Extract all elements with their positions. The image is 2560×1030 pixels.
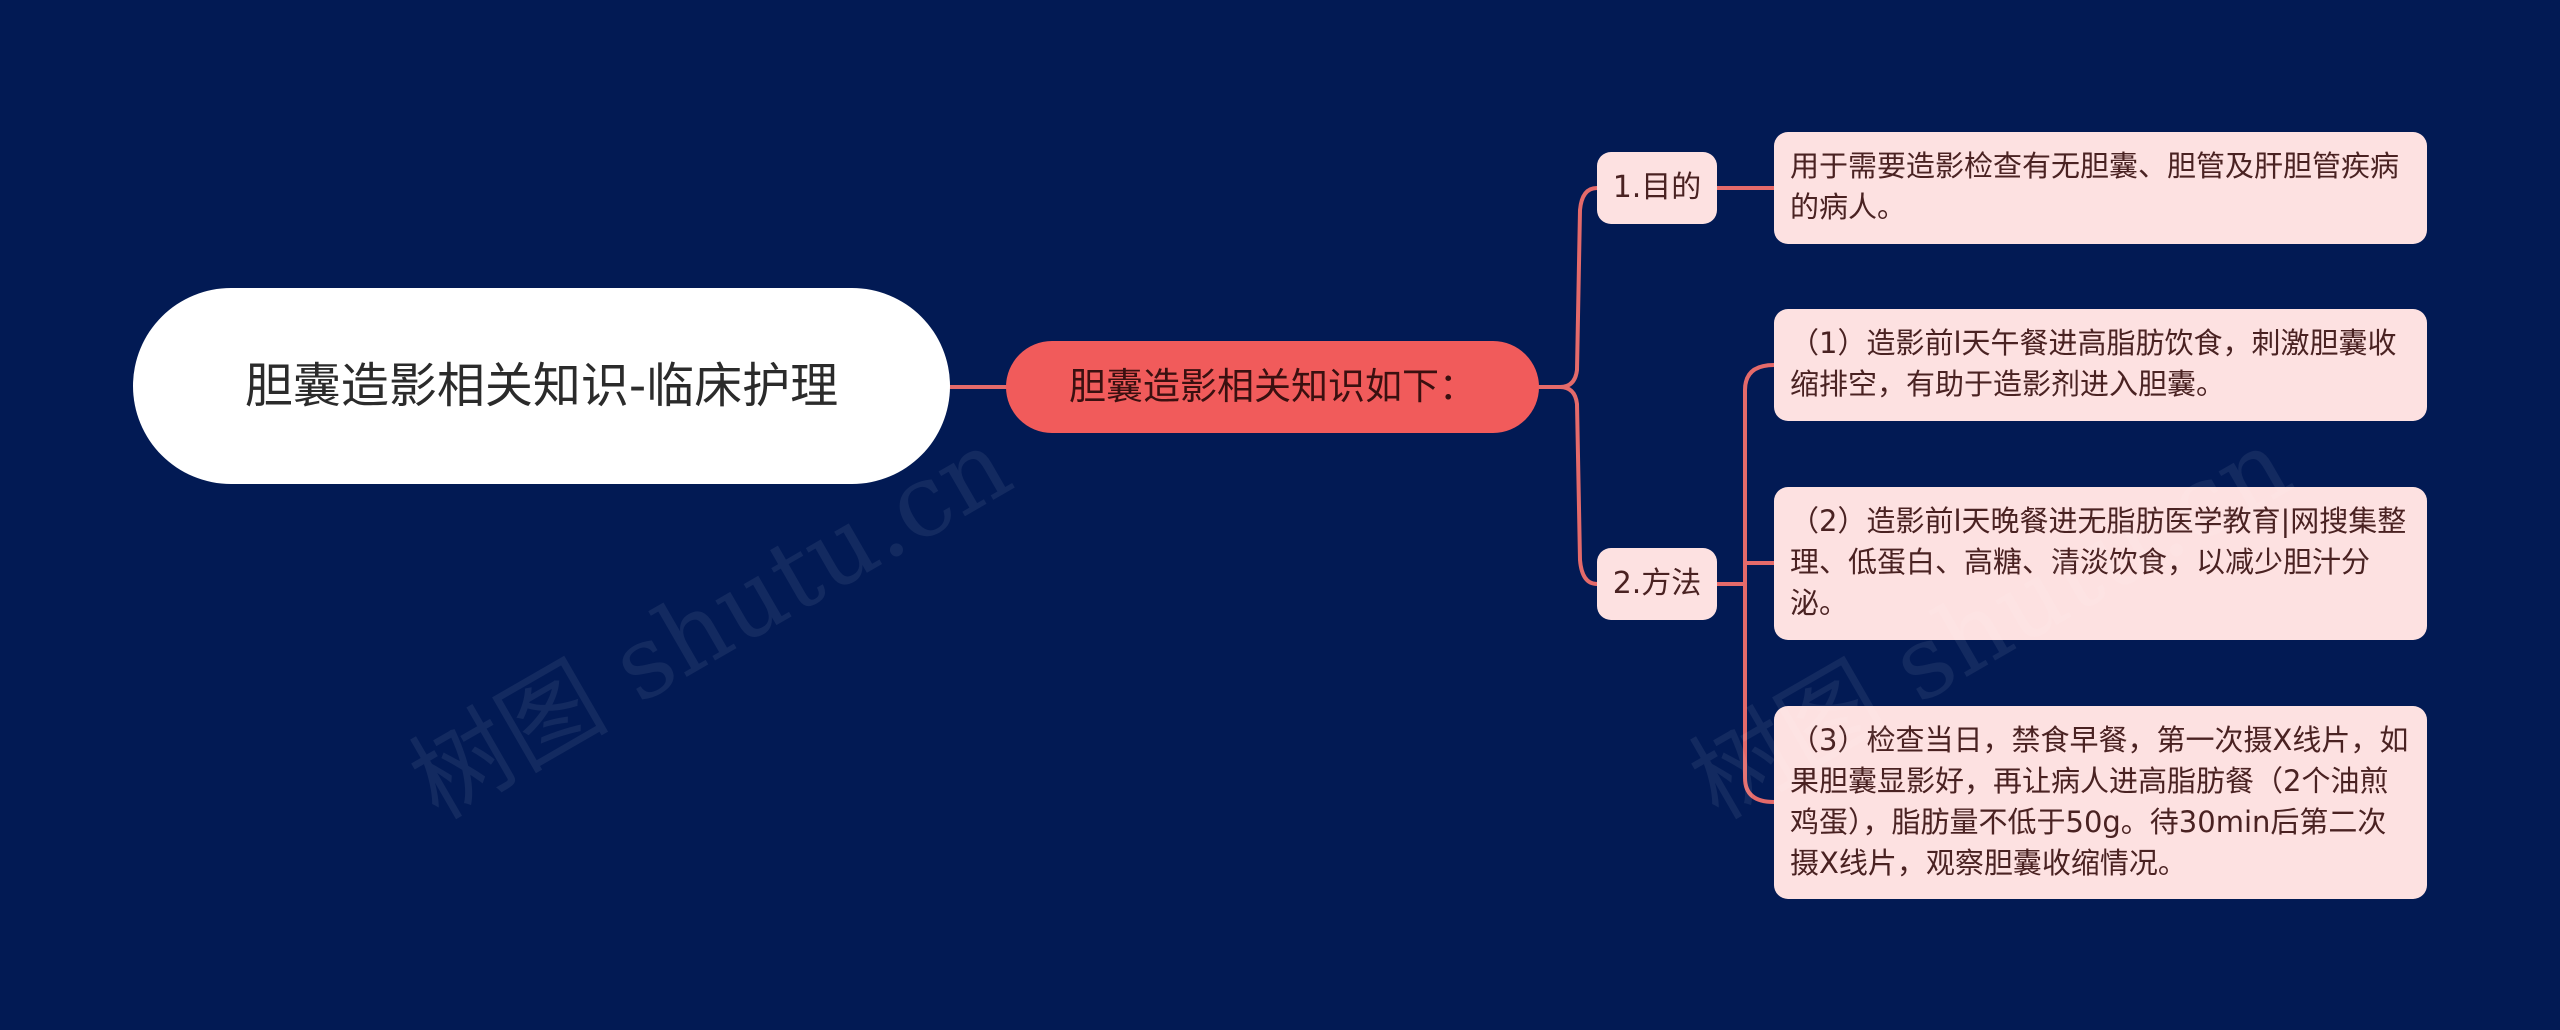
branch-method-label: 2.方法 [1612, 566, 1702, 601]
main-branch-node[interactable]: 胆囊造影相关知识如下： [1006, 341, 1539, 433]
main-branch-label: 胆囊造影相关知识如下： [1069, 365, 1476, 408]
leaf-purpose-text: 用于需要造影检查有无胆囊、胆管及肝胆管疾病的病人。 [1790, 149, 2400, 224]
branch-node-method[interactable]: 2.方法 [1597, 548, 1717, 620]
leaf-method-2-text: （2）造影前l天晚餐进无脂肪医学教育|网搜集整理、低蛋白、高糖、清淡饮食，以减少… [1790, 504, 2407, 620]
connector-main-to-method [1537, 385, 1599, 586]
root-node-label: 胆囊造影相关知识-临床护理 [244, 358, 839, 414]
leaf-node-purpose[interactable]: 用于需要造影检查有无胆囊、胆管及肝胆管疾病的病人。 [1774, 132, 2427, 244]
leaf-node-method-3[interactable]: （3）检查当日，禁食早餐，第一次摄X线片，如果胆囊显影好，再让病人进高脂肪餐（2… [1774, 706, 2427, 899]
leaf-method-3-text: （3）检查当日，禁食早餐，第一次摄X线片，如果胆囊显影好，再让病人进高脂肪餐（2… [1790, 723, 2409, 880]
connector-method-to-leaf1 [1715, 363, 1776, 586]
connector-method-to-leaf3 [1715, 582, 1776, 804]
branch-purpose-label: 1.目的 [1612, 170, 1702, 205]
root-node[interactable]: 胆囊造影相关知识-临床护理 [133, 288, 950, 484]
connector-method-to-leaf2 [1715, 561, 1776, 586]
connector-main-to-purpose [1537, 186, 1599, 389]
leaf-method-1-text: （1）造影前l天午餐进高脂肪饮食，刺激胆囊收缩排空，有助于造影剂进入胆囊。 [1790, 326, 2397, 401]
branch-node-purpose[interactable]: 1.目的 [1597, 152, 1717, 224]
leaf-node-method-1[interactable]: （1）造影前l天午餐进高脂肪饮食，刺激胆囊收缩排空，有助于造影剂进入胆囊。 [1774, 309, 2427, 421]
leaf-node-method-2[interactable]: （2）造影前l天晚餐进无脂肪医学教育|网搜集整理、低蛋白、高糖、清淡饮食，以减少… [1774, 487, 2427, 640]
